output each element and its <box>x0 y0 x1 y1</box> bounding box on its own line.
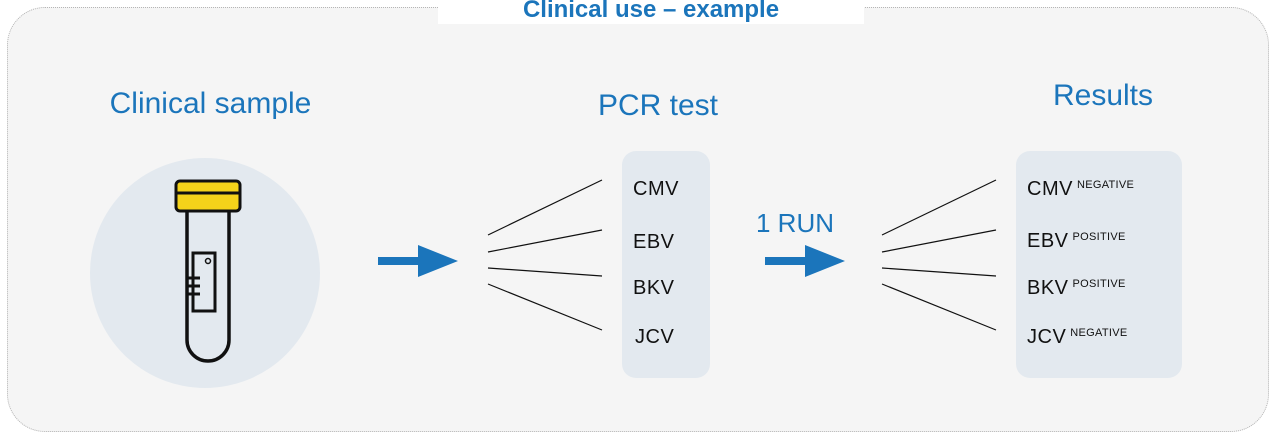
result-status: POSITIVE <box>1072 231 1126 243</box>
pcr-target: CMV <box>633 178 679 200</box>
result-name: EBV <box>1027 230 1069 252</box>
right-arrow-icon <box>765 245 845 277</box>
heading-pcr-test: PCR test <box>597 89 719 122</box>
pcr-test-box <box>622 151 710 378</box>
result-name: JCV <box>1027 326 1067 348</box>
result-name: BKV <box>1027 277 1069 299</box>
pcr-target: EBV <box>633 231 675 253</box>
heading-clinical-sample: Clinical sample <box>109 87 312 120</box>
heading-results: Results <box>1052 79 1154 112</box>
run-label: 1 RUN <box>756 208 835 238</box>
right-arrow-icon <box>378 245 458 277</box>
results-fan-lines <box>881 179 997 331</box>
result-status: POSITIVE <box>1072 278 1126 290</box>
result-name: CMV <box>1027 178 1073 200</box>
test-tube-icon <box>174 179 242 363</box>
diagram-panel: Clinical use – example Clinical sample P… <box>7 0 1269 432</box>
pcr-target: JCV <box>635 326 675 348</box>
result-status: NEGATIVE <box>1076 179 1135 191</box>
result-status: NEGATIVE <box>1070 327 1128 339</box>
diagram-title: Clinical use – example <box>438 0 864 24</box>
pcr-target: BKV <box>633 277 675 299</box>
pcr-fan-lines <box>487 179 603 331</box>
results-box <box>1016 151 1182 378</box>
